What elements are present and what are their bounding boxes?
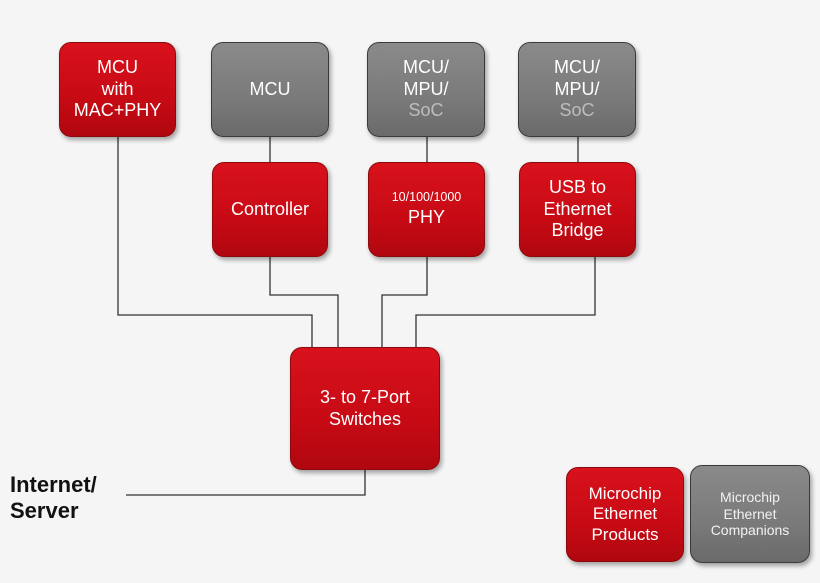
switch-line-1: 3- to 7-Port <box>319 386 411 407</box>
wire-switch-to-internet <box>126 470 366 496</box>
port-switch-box: 3- to 7-Port Switches <box>290 347 440 470</box>
usb-bridge-line-2: Ethernet <box>543 198 612 219</box>
soc1-line-1: MCU/ <box>403 57 449 78</box>
mcu-mpu-soc-box-2: MCU/ MPU/ SoC <box>518 42 636 137</box>
wire-phy-to-switch <box>381 257 428 347</box>
mcu-mac-phy-line-3: MAC+PHY <box>73 100 162 121</box>
server-label: Server <box>10 498 79 524</box>
legend-products-line-1: Microchip <box>588 483 662 503</box>
mcu-mac-phy-line-2: with <box>101 78 134 99</box>
legend-companions-line-3: Companions <box>710 522 790 539</box>
mcu-box: MCU <box>211 42 329 137</box>
wire-usb-bridge-to-switch <box>415 257 596 347</box>
controller-line-1: Controller <box>230 198 310 219</box>
soc1-line-3: SoC <box>408 100 444 121</box>
legend-products-line-3: Products <box>591 524 659 544</box>
legend-companions-line-1: Microchip <box>720 488 780 505</box>
soc2-line-1: MCU/ <box>554 57 600 78</box>
usb-bridge-line-3: Bridge <box>551 220 604 241</box>
switch-line-2: Switches <box>328 408 402 429</box>
soc1-line-2: MPU/ <box>403 78 449 99</box>
usb-bridge-line-1: USB to <box>548 177 607 198</box>
wire-mcu-mac-phy-to-switch <box>117 137 313 347</box>
phy-label: PHY <box>407 207 445 228</box>
usb-ethernet-bridge-box: USB to Ethernet Bridge <box>519 162 636 257</box>
soc2-line-2: MPU/ <box>554 78 600 99</box>
controller-box: Controller <box>212 162 328 257</box>
wire-controller-to-switch <box>269 257 339 347</box>
mcu-mac-phy-line-1: MCU <box>97 57 138 78</box>
legend-products-box: Microchip Ethernet Products <box>566 467 684 562</box>
mcu-line-1: MCU <box>249 78 291 99</box>
mcu-mpu-soc-box-1: MCU/ MPU/ SoC <box>367 42 485 137</box>
soc2-line-3: SoC <box>559 100 595 121</box>
phy-speed-label: 10/100/1000 <box>391 190 462 205</box>
internet-server-label: Internet/ Server <box>10 472 97 525</box>
internet-label: Internet/ <box>10 472 97 497</box>
phy-box: 10/100/1000 PHY <box>368 162 485 257</box>
mcu-with-mac-phy-box: MCU with MAC+PHY <box>59 42 176 137</box>
legend-companions-box: Microchip Ethernet Companions <box>690 465 810 563</box>
legend-companions-line-2: Ethernet <box>723 505 777 522</box>
legend-products-line-2: Ethernet <box>592 504 658 524</box>
